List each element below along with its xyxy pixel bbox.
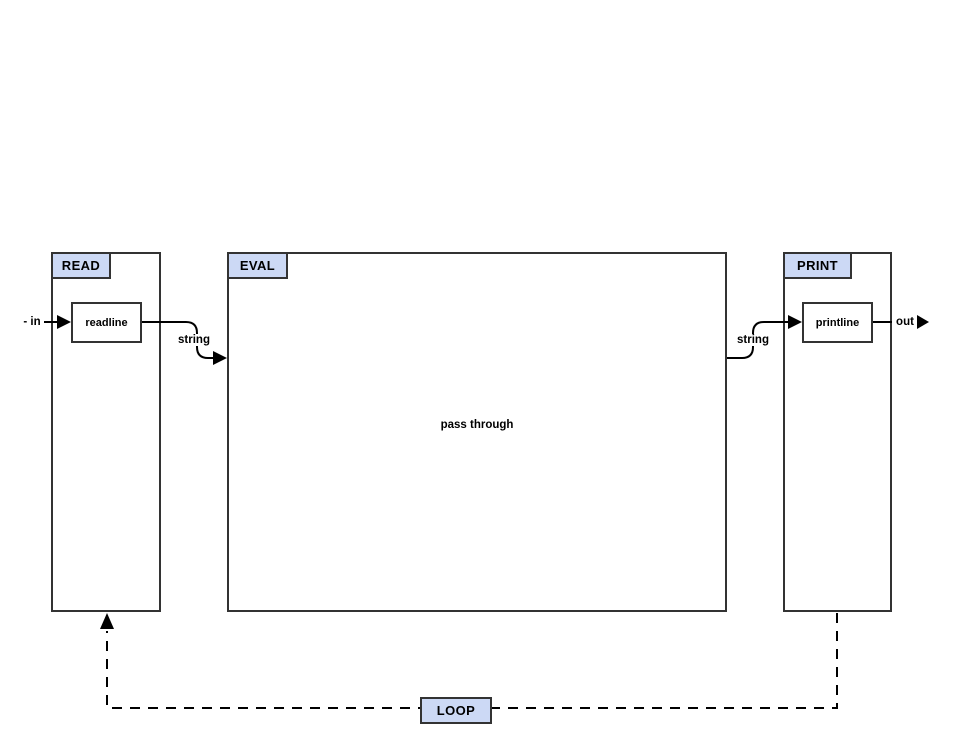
pass-through-label: pass through [440,419,514,431]
loop-feedback-wire [106,613,838,709]
print-header: PRINT [783,252,852,279]
in-port-label: - in [23,316,41,328]
read-to-eval-arrowhead-icon [213,351,227,365]
eval-compartment [227,252,727,612]
eval-header: EVAL [227,252,288,279]
out-port-arrow-icon [917,315,929,329]
readline-node: readline [71,302,142,343]
printline-node: printline [802,302,873,343]
string-label-right: string [734,334,772,346]
out-port-label: out [896,316,914,328]
string-label-left: string [175,334,213,346]
loop-node: LOOP [420,697,492,724]
loop-arrowhead-icon [100,613,114,629]
read-header: READ [51,252,111,279]
